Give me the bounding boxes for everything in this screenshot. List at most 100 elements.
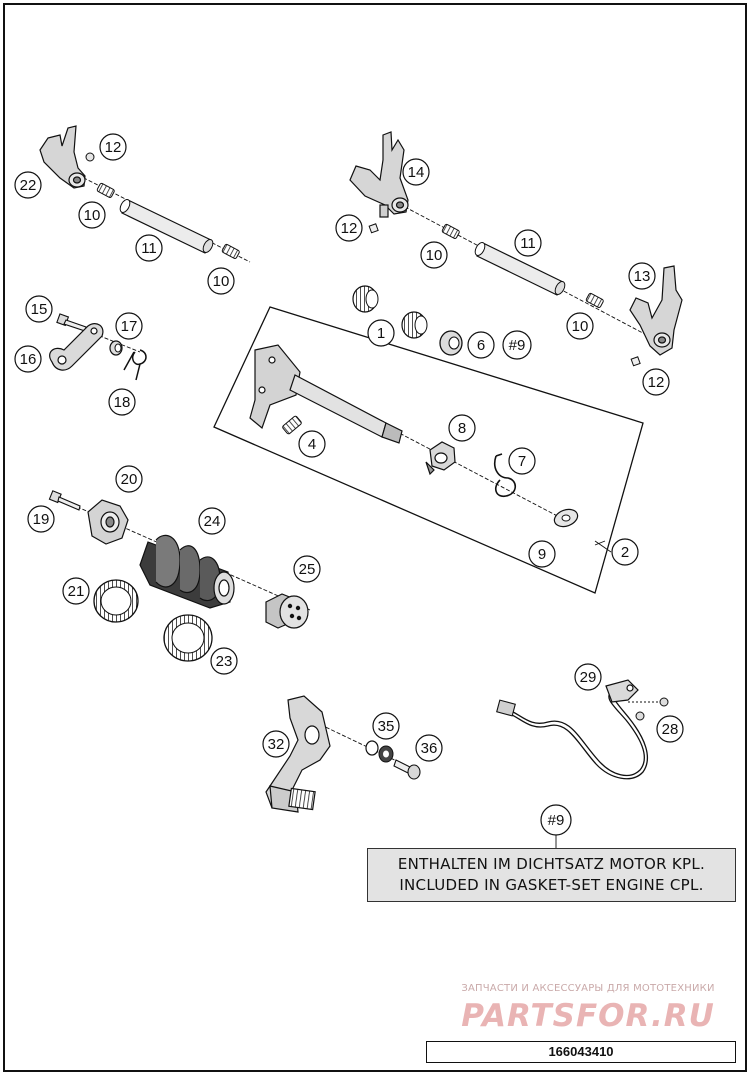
callout-12-upper-left: 12 bbox=[99, 133, 127, 161]
callout-13: 13 bbox=[628, 262, 656, 290]
callout-label: 12 bbox=[341, 220, 358, 237]
guide-plate-8 bbox=[425, 441, 456, 476]
shift-fork-upper-left bbox=[39, 125, 86, 189]
callout-10-middle: 10 bbox=[420, 241, 448, 269]
callout-label: 21 bbox=[68, 583, 85, 600]
drawing-frame bbox=[3, 3, 747, 1072]
screw-28a bbox=[635, 697, 669, 721]
callout-22: 22 bbox=[14, 171, 42, 199]
callout-25: 25 bbox=[293, 555, 321, 583]
callout-10-upper-left-a: 10 bbox=[78, 201, 106, 229]
return-spring-7 bbox=[493, 453, 517, 498]
shift-drum-star-20 bbox=[87, 499, 129, 545]
shift-pedal-32 bbox=[265, 695, 331, 813]
callout-24: 24 bbox=[198, 507, 226, 535]
callout-label: 23 bbox=[216, 653, 233, 670]
callout-label: 2 bbox=[621, 544, 629, 561]
callout-label: 9 bbox=[538, 546, 546, 563]
needle-bearing-1b bbox=[401, 311, 428, 339]
callout-29: 29 bbox=[574, 663, 602, 691]
callout-9: 9 bbox=[528, 540, 556, 568]
callout-label: 12 bbox=[648, 374, 665, 391]
callout-8: 8 bbox=[448, 414, 476, 442]
note-line-english: INCLUDED IN GASKET-SET ENGINE CPL. bbox=[399, 876, 704, 894]
callout-6: 6 bbox=[467, 331, 495, 359]
callout-label: 24 bbox=[204, 513, 221, 530]
callout-label: 29 bbox=[580, 669, 597, 686]
callout-label: 6 bbox=[477, 337, 485, 354]
callout-36: 36 bbox=[415, 734, 443, 762]
callout-label: 35 bbox=[378, 718, 395, 735]
callout-21: 21 bbox=[62, 577, 90, 605]
spring-upper-left-b bbox=[221, 243, 240, 259]
callout-leaders bbox=[555, 540, 612, 848]
callout-17: 17 bbox=[115, 312, 143, 340]
callout-label: 19 bbox=[33, 511, 50, 528]
callout-label: 10 bbox=[426, 247, 443, 264]
callout-label: 13 bbox=[634, 268, 651, 285]
callout-label: 4 bbox=[308, 436, 316, 453]
spring-10-right bbox=[585, 292, 604, 308]
callout-label: 18 bbox=[114, 394, 131, 411]
leader-lines bbox=[54, 174, 662, 766]
callout-label: 8 bbox=[458, 420, 466, 437]
callout-19: 19 bbox=[27, 505, 55, 533]
spring-upper-left-a bbox=[96, 182, 115, 198]
callout-2: 2 bbox=[611, 538, 639, 566]
shift-lever-16 bbox=[49, 323, 104, 371]
callout-label: 7 bbox=[518, 453, 526, 470]
small-pin-12-upper bbox=[368, 223, 379, 234]
callout-10-right: 10 bbox=[566, 312, 594, 340]
bearing-23 bbox=[163, 614, 213, 662]
bolt-19 bbox=[48, 490, 81, 511]
spring-4 bbox=[282, 415, 302, 435]
bolt-15 bbox=[56, 313, 87, 332]
shift-drum-24 bbox=[139, 534, 235, 609]
shift-fork-14 bbox=[349, 131, 409, 218]
callout-hash9-note: #9 bbox=[540, 804, 572, 836]
needle-bearing-1a bbox=[352, 285, 379, 313]
small-pin-12-right bbox=[630, 356, 641, 367]
shift-shaft-group-frame bbox=[213, 306, 644, 594]
callout-label: 10 bbox=[84, 207, 101, 224]
callout-11-left: 11 bbox=[135, 234, 163, 262]
callout-label: 28 bbox=[662, 721, 679, 738]
gear-sensor-plug-25 bbox=[265, 593, 309, 629]
callout-label: 25 bbox=[299, 561, 316, 578]
callout-label: 1 bbox=[377, 325, 385, 342]
callout-label: 16 bbox=[20, 351, 37, 368]
bushing-17 bbox=[109, 340, 123, 356]
cable-connector-29 bbox=[496, 699, 516, 717]
callout-label: 17 bbox=[121, 318, 138, 335]
callout-label: 14 bbox=[408, 164, 425, 181]
callout-32: 32 bbox=[262, 730, 290, 758]
callout-7: 7 bbox=[508, 447, 536, 475]
shaft-seal-6 bbox=[439, 330, 463, 356]
callout-label: 15 bbox=[31, 301, 48, 318]
callout-12-right: 12 bbox=[642, 368, 670, 396]
callout-16: 16 bbox=[14, 345, 42, 373]
callout-label: #9 bbox=[548, 812, 565, 829]
callout-23: 23 bbox=[210, 647, 238, 675]
callout-label: 11 bbox=[520, 235, 536, 252]
callout-12-middle: 12 bbox=[335, 214, 363, 242]
callout-label: 11 bbox=[141, 240, 157, 257]
callout-35: 35 bbox=[372, 712, 400, 740]
shift-rail-upper-left bbox=[119, 199, 214, 254]
cable-bracket-29 bbox=[605, 679, 639, 703]
callout-20: 20 bbox=[115, 465, 143, 493]
gear-sensor-cable-29 bbox=[499, 689, 649, 780]
callout-label: 32 bbox=[268, 736, 285, 753]
callout-label: 20 bbox=[121, 471, 138, 488]
callout-label: #9 bbox=[509, 337, 526, 354]
callout-14: 14 bbox=[402, 158, 430, 186]
spring-18 bbox=[123, 349, 147, 381]
callout-label: 22 bbox=[20, 177, 37, 194]
callout-label: 10 bbox=[572, 318, 589, 335]
callout-label: 10 bbox=[213, 273, 230, 290]
callout-label: 12 bbox=[105, 139, 122, 156]
bearing-21 bbox=[93, 579, 139, 623]
small-pin-upper-left bbox=[85, 152, 95, 162]
shift-rail-11-right bbox=[474, 242, 566, 296]
callout-label: 36 bbox=[421, 740, 438, 757]
